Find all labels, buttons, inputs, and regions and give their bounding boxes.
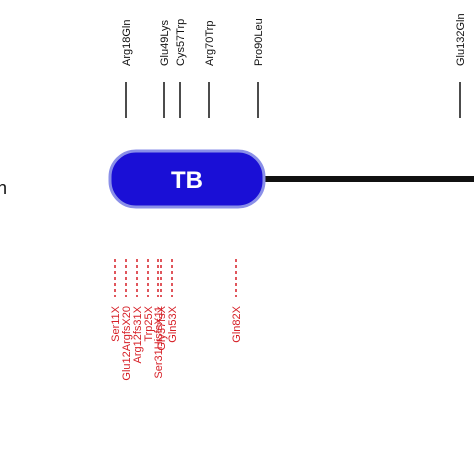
tb-domain-box <box>108 149 266 209</box>
truncating-label-gln82x: Gln82X <box>231 305 243 342</box>
truncating-label-glu12argfsx20: Glu12ArgfsX20 <box>121 306 133 381</box>
truncating-label-ser11x: Ser11X <box>110 305 122 342</box>
missense-label-pro90leu: Pro90Leu <box>253 18 265 66</box>
tb-domain-label: TB <box>171 167 203 194</box>
truncating-label-arg12fs31x: Arg12fs31X <box>132 305 144 363</box>
edge-label-fragment: n <box>0 178 7 198</box>
missense-label-cys57trp: Cys57Trp <box>175 19 187 66</box>
missense-label-glu132gln: Glu132Gln <box>455 13 467 66</box>
truncating-label-gly37fsx: Gly37fsX <box>156 305 168 350</box>
missense-variants: Arg18Gln Glu49Lys Cys57Trp Arg70Trp Pro90Leu… <box>121 13 467 118</box>
missense-label-arg70trp: Arg70Trp <box>204 21 216 66</box>
missense-label-arg18gln: Arg18Gln <box>121 20 133 66</box>
truncating-label-gln53x: Gln53X <box>167 305 179 342</box>
truncating-label-ser31hisfsx11: Ser31HisfsX11 <box>153 306 165 379</box>
missense-label-glu49lys: Glu49Lys <box>159 19 171 66</box>
truncating-label-trp25x: Trp25X <box>143 305 155 341</box>
